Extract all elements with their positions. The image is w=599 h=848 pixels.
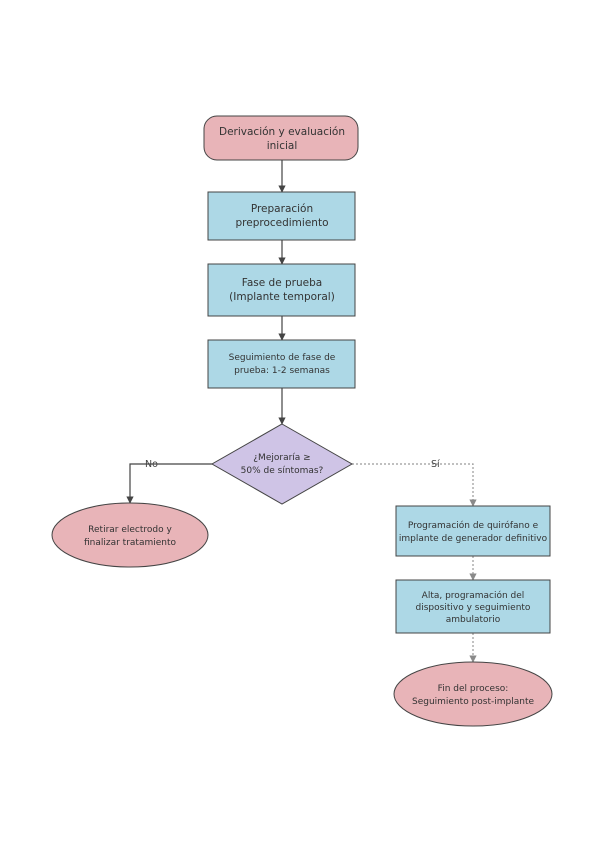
node-no-end-line2: finalizar tratamiento bbox=[84, 538, 177, 548]
node-discharge-line1: Alta, programación del bbox=[422, 590, 525, 601]
node-followup-line1: Seguimiento de fase de bbox=[229, 353, 336, 363]
node-prep-line2: preprocedimiento bbox=[235, 217, 328, 229]
node-trial: Fase de prueba (Implante temporal) bbox=[207, 263, 356, 317]
edge-label-no: No bbox=[145, 459, 158, 470]
node-trial-line1: Fase de prueba bbox=[242, 277, 322, 289]
node-no-end: Retirar electrodo y finalizar tratamient… bbox=[51, 502, 209, 568]
node-no-end-line1: Retirar electrodo y bbox=[88, 525, 172, 535]
node-decision: ¿Mejoraría ≥ 50% de síntomas? bbox=[210, 423, 354, 505]
node-trial-shape bbox=[207, 263, 356, 317]
connector-decision-yes bbox=[352, 463, 477, 507]
node-start-line2: inicial bbox=[267, 140, 298, 152]
node-end-line1: Fin del proceso: bbox=[438, 684, 509, 694]
node-end-shape bbox=[393, 661, 553, 727]
node-trial-line2: (Implante temporal) bbox=[229, 291, 335, 303]
node-discharge-shape bbox=[395, 579, 551, 634]
node-end-line2: Seguimiento post-implante bbox=[412, 697, 534, 707]
node-no-end-shape bbox=[51, 502, 209, 568]
edge-label-yes: Sí bbox=[431, 459, 440, 470]
node-decision-shape bbox=[210, 423, 354, 505]
node-surgery-shape bbox=[395, 505, 551, 557]
node-end: Fin del proceso: Seguimiento post-implan… bbox=[393, 661, 553, 727]
node-start-shape bbox=[203, 115, 359, 161]
node-discharge-line3: ambulatorio bbox=[446, 615, 501, 625]
node-prep-line1: Preparación bbox=[251, 203, 313, 215]
node-surgery-line1: Programación de quirófano e bbox=[408, 520, 539, 531]
node-surgery: Programación de quirófano e implante de … bbox=[395, 505, 551, 557]
node-discharge: Alta, programación del dispositivo y seg… bbox=[395, 579, 551, 634]
node-decision-line2: 50% de síntomas? bbox=[241, 466, 324, 476]
node-prep: Preparación preprocedimiento bbox=[207, 191, 356, 241]
node-followup-shape bbox=[207, 339, 356, 389]
node-surgery-line2: implante de generador definitivo bbox=[399, 534, 548, 544]
node-discharge-line2: dispositivo y seguimiento bbox=[416, 603, 531, 613]
connector-decision-no bbox=[126, 463, 212, 504]
node-start: Derivación y evaluación inicial bbox=[203, 115, 359, 161]
node-followup: Seguimiento de fase de prueba: 1-2 seman… bbox=[207, 339, 356, 389]
node-decision-line1: ¿Mejoraría ≥ bbox=[253, 453, 310, 463]
node-start-line1: Derivación y evaluación bbox=[219, 126, 345, 138]
node-prep-shape bbox=[207, 191, 356, 241]
node-followup-line2: prueba: 1-2 semanas bbox=[234, 366, 330, 376]
